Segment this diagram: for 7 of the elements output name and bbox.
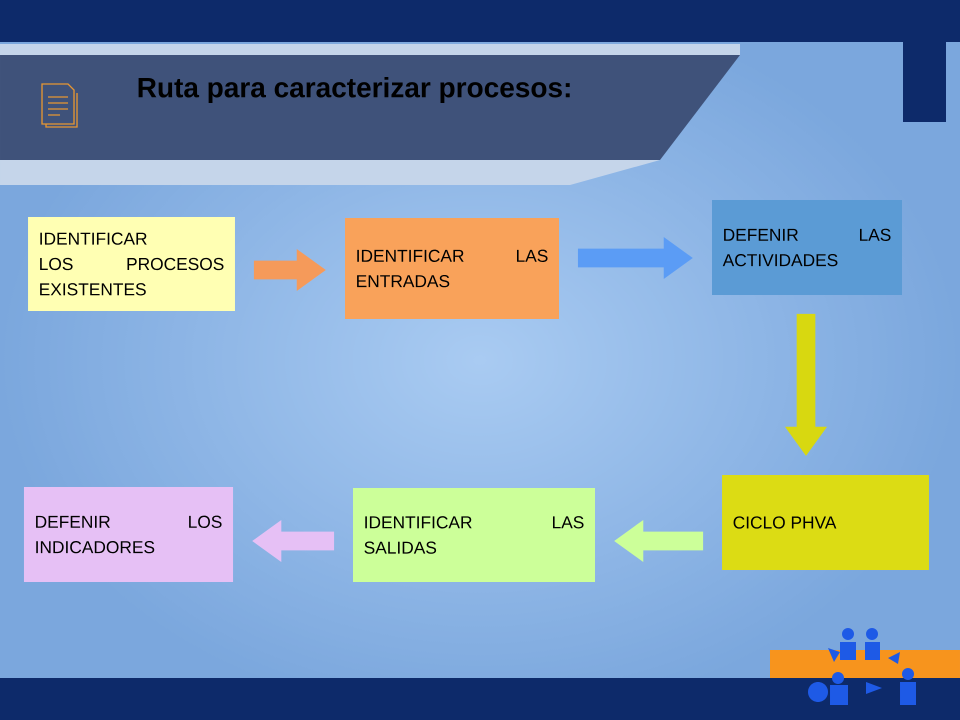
process-box: DEFENIR LOS INDICADORES: [24, 487, 234, 582]
process-box: CICLO PHVA: [722, 475, 929, 570]
process-box: DEFENIR LAS ACTIVIDADES: [712, 200, 902, 295]
process-box: IDENTIFICAR LAS SALIDAS: [353, 488, 595, 582]
title: Ruta para caracterizar procesos:: [138, 76, 570, 104]
process-box: IDENTIFICAR LAS ENTRADAS: [345, 218, 559, 320]
process-box: IDENTIFICAR LOS PROCESOS EXISTENTES: [28, 217, 235, 311]
